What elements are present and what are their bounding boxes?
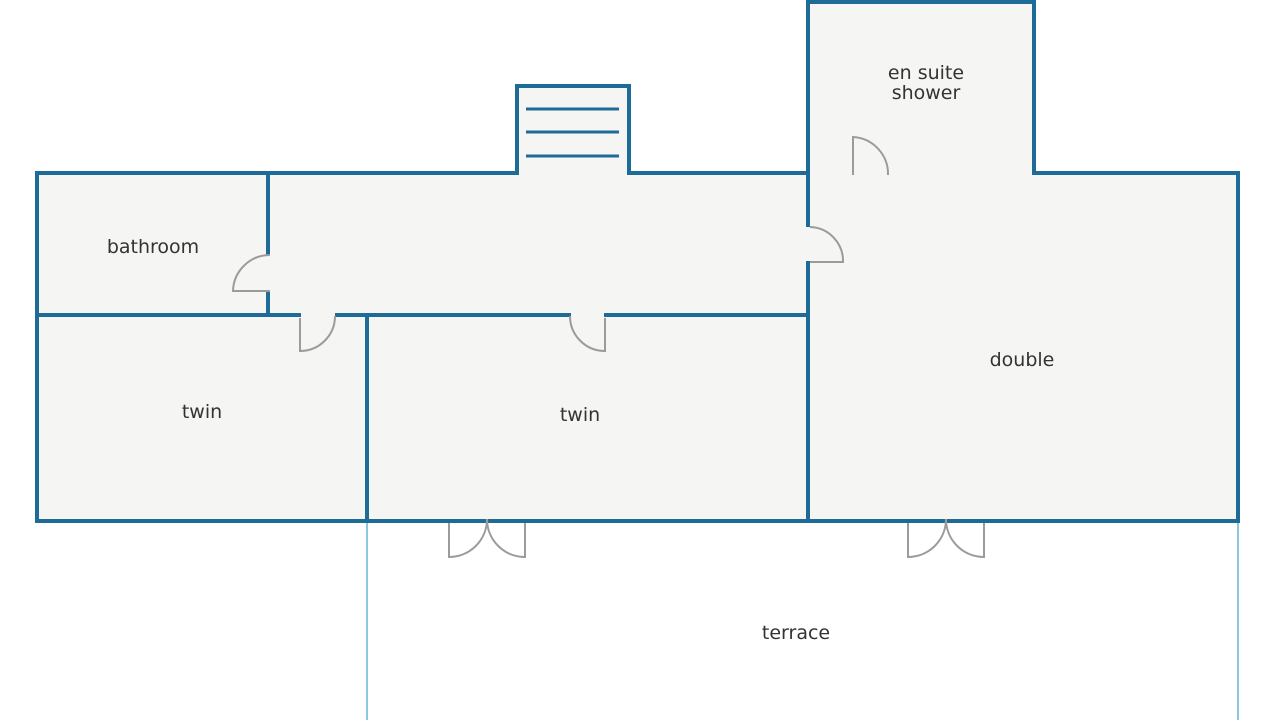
main-floor — [37, 173, 1238, 521]
label-terrace: terrace — [762, 622, 830, 644]
terrace-area — [366, 521, 1239, 720]
door-swing-icon — [852, 135, 890, 176]
label-double: double — [990, 349, 1055, 371]
outer-wall — [35, 171, 1240, 523]
door-swing-icon — [486, 518, 526, 559]
door-swing-icon — [569, 315, 606, 353]
door-swing-icon — [809, 226, 845, 263]
top-wall — [35, 0, 1240, 175]
floor-fills — [37, 2, 1238, 521]
door-gaps — [265, 170, 888, 318]
label-twin-left: twin — [182, 401, 222, 423]
label-twin-center: twin — [560, 404, 600, 426]
stairs-icon — [526, 107, 619, 158]
door-swing-icon — [945, 518, 985, 559]
door-swing-icon — [231, 254, 271, 292]
doors — [231, 135, 985, 559]
door-swing-icon — [448, 518, 488, 559]
door-swing-icon — [299, 315, 336, 353]
en-suite-floor — [808, 2, 1034, 173]
door-swing-icon — [907, 518, 947, 559]
label-en-suite-line1: en suite — [888, 62, 964, 84]
stairs-floor — [517, 86, 629, 173]
room-labels: bathroom en suite shower twin twin doubl… — [107, 62, 1055, 644]
label-bathroom: bathroom — [107, 236, 199, 258]
label-en-suite-line2: shower — [892, 82, 961, 104]
